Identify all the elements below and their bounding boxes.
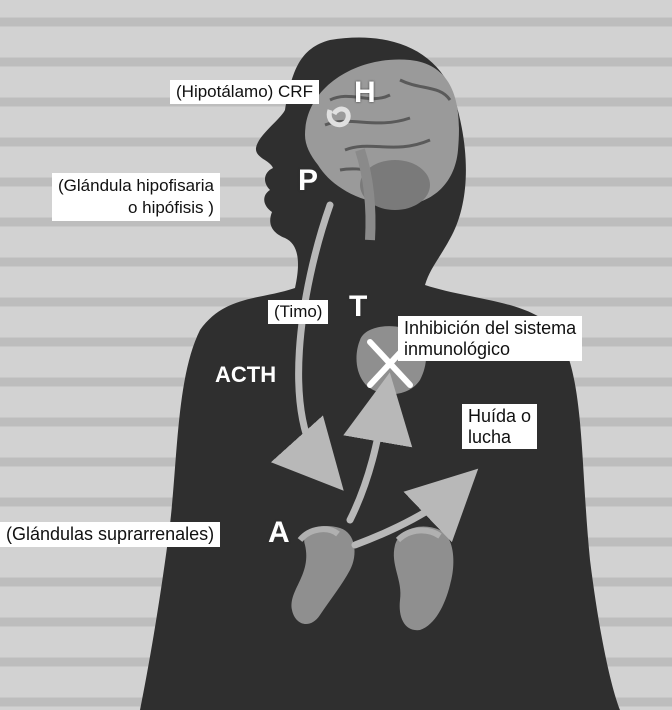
adrenal-letter: A: [268, 516, 290, 550]
immune-inhibition-label: Inhibición del sistema inmunológico: [398, 316, 582, 361]
pituitary-letter: P: [298, 164, 318, 198]
thymus-label: (Timo): [268, 300, 328, 324]
hypothalamus-letter: H: [354, 76, 376, 110]
immune-inhibition-line1: Inhibición del sistema: [404, 318, 576, 339]
adrenal-label: (Glándulas suprarrenales): [0, 522, 220, 547]
immune-inhibition-line2: inmunológico: [404, 339, 576, 360]
flight-or-fight-line2: lucha: [468, 427, 531, 448]
pituitary-label: (Glándula hipofisaria o hipófisis ): [52, 173, 220, 221]
hypothalamus-label: (Hipotálamo) CRF: [170, 80, 319, 104]
flight-or-fight-label: Huída o lucha: [462, 404, 537, 449]
flight-or-fight-line1: Huída o: [468, 406, 531, 427]
pituitary-label-line2: o hipófisis ): [58, 197, 214, 219]
pituitary-label-line1: (Glándula hipofisaria: [58, 175, 214, 197]
thymus-letter: T: [349, 290, 367, 324]
acth-label: ACTH: [215, 362, 276, 388]
